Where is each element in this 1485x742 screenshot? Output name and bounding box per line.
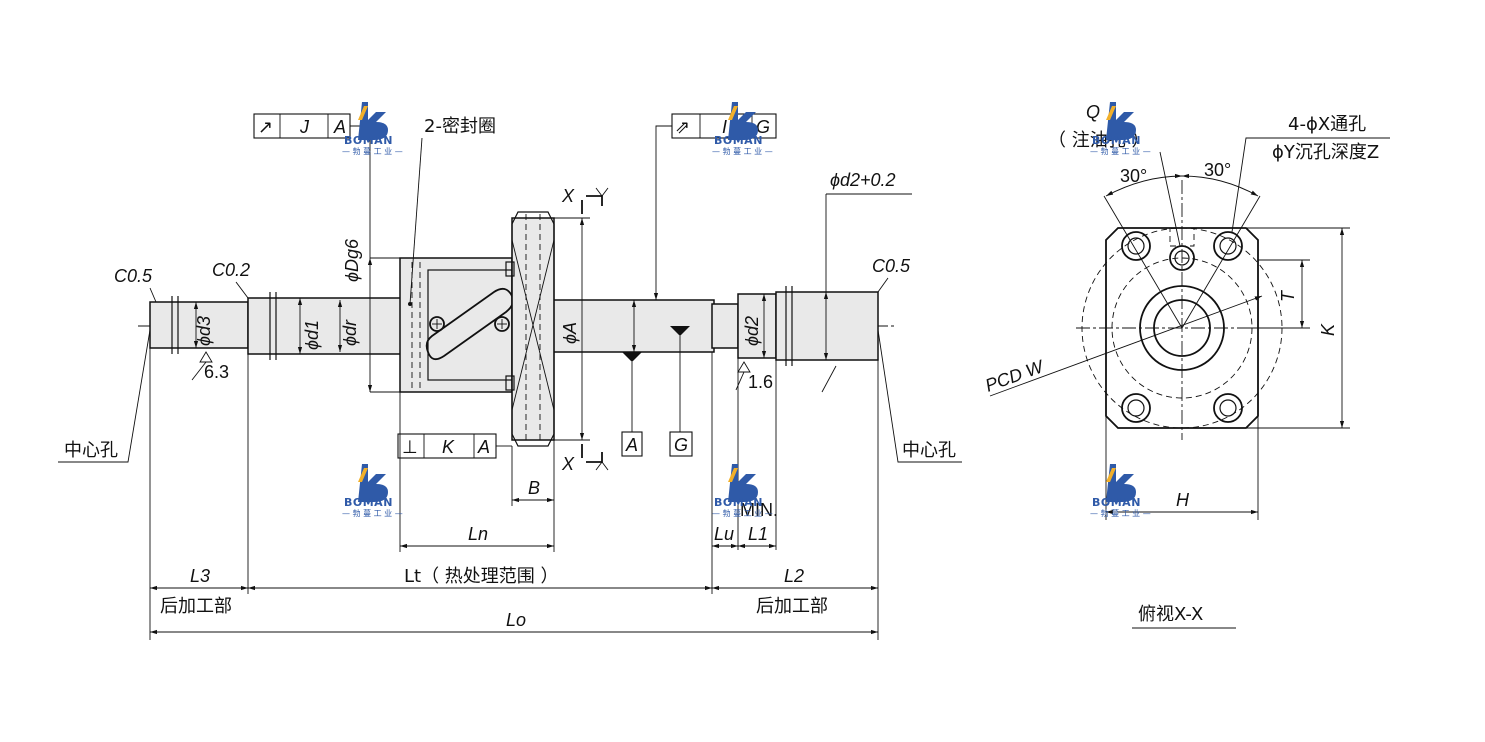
center-hole-right: 中心孔 [902,440,956,461]
svg-text:↗: ↗ [258,117,273,137]
svg-text:K: K [442,437,455,457]
dia-d3-label: ϕd3 [194,316,214,346]
svg-text:— 勃 蔓 工 业 —: — 勃 蔓 工 业 — [712,146,773,156]
dim-h: H [1176,490,1190,510]
watermark-logo: BOMAN — 勃 蔓 工 业 — [712,102,773,156]
dia-dr-label: ϕdr [340,319,360,346]
hole-spec-2: ϕY沉孔深度Z [1272,142,1379,163]
watermark-logo: BOMAN — 勃 蔓 工 业 — [342,102,403,156]
tolerance-frame-j: ↗ J A [253,113,370,139]
svg-text:A: A [333,117,346,137]
min-label: MIN. [740,500,778,520]
nut-body [399,257,513,393]
side-view: A G X X ↗ J A ⇗ I G [58,113,962,640]
svg-text:BOMAN: BOMAN [344,134,393,147]
chamfer-left: C0.5 [114,266,153,286]
dia-d2-tol-label: ϕd2+0.2 [830,170,896,190]
dim-ln: Ln [468,524,488,544]
post-process-right: 后加工部 [756,596,828,617]
chamfer-right: C0.5 [872,256,911,276]
roughness-right: 1.6 [748,372,773,392]
svg-text:I: I [722,117,727,137]
q-label: Q [1086,102,1100,122]
svg-text:G: G [756,117,770,137]
svg-text:BOMAN: BOMAN [1092,496,1141,509]
center-hole-left: 中心孔 [64,440,118,461]
svg-text:— 勃 蔓 工 业 —: — 勃 蔓 工 业 — [342,146,403,156]
svg-text:— 勃 蔓 工 业 —: — 勃 蔓 工 业 — [342,508,403,518]
watermark-logo: BOMAN — 勃 蔓 工 业 — [342,464,403,518]
dim-l1: L1 [748,524,768,544]
hole-spec-1: 4-ϕX通孔 [1288,114,1366,135]
dim-l2: L2 [784,566,804,586]
dim-l3: L3 [190,566,210,586]
datum-a-label: A [625,435,638,455]
section-mark-top: X [561,186,575,206]
mounting-holes [1121,231,1243,423]
watermark-logo: BOMAN — 勃 蔓 工 业 — [712,464,773,518]
dim-b: B [528,478,540,498]
nut-flange [511,217,555,441]
dim-t: T [1278,289,1298,302]
roughness-left: 6.3 [204,362,229,382]
right-end-journal [775,291,879,361]
watermarks: BOMAN — 勃 蔓 工 业 — BOMAN — 勃 蔓 工 业 — BOMA… [342,102,1151,518]
angle-right: 30° [1204,160,1231,180]
dim-lu: Lu [714,524,734,544]
chamfer-mid: C0.2 [212,260,250,280]
svg-text:J: J [299,117,310,137]
dia-a-label: ϕA [560,322,580,344]
dia-dg6-label: ϕDg6 [342,238,362,282]
return-tube [425,287,515,361]
dia-d1-label: ϕd1 [302,320,322,350]
dim-lt: Lt（ 热处理范围 ） [404,566,559,587]
svg-text:BOMAN: BOMAN [344,496,393,509]
d1-section [247,297,403,355]
datum-g-label: G [674,435,688,455]
angle-left: 30° [1120,166,1147,186]
end-view: 30° 30° Q （ 注油孔 ） 4-ϕX通孔 ϕY沉孔深度Z PCD W T… [983,102,1390,629]
svg-text:— 勃 蔓 工 业 —: — 勃 蔓 工 业 — [1090,146,1151,156]
svg-text:BOMAN: BOMAN [714,496,763,509]
svg-text:⇗: ⇗ [675,117,690,137]
svg-text:— 勃 蔓 工 业 —: — 勃 蔓 工 业 — [1090,508,1151,518]
pcd-label: PCD W [983,356,1048,396]
watermark-logo: BOMAN — 勃 蔓 工 业 — [1090,102,1151,156]
break-marks [171,286,793,366]
dim-lo: Lo [506,610,526,630]
svg-text:BOMAN: BOMAN [714,134,763,147]
post-process-left: 后加工部 [160,596,232,617]
watermark-logo: BOMAN — 勃 蔓 工 业 — [1090,464,1151,518]
d2-section [737,293,777,359]
dia-d2-label: ϕd2 [742,316,762,346]
svg-text:BOMAN: BOMAN [1092,134,1141,147]
view-caption: 俯视X-X [1138,604,1203,625]
right-shoulder [711,303,739,349]
svg-text:— 勃 蔓 工 业 —: — 勃 蔓 工 业 — [712,508,773,518]
seal-label: 2-密封圈 [424,116,496,137]
section-mark-bottom: X [561,454,575,474]
tolerance-frame-k: ⊥ K A [397,433,512,459]
dim-k: K [1318,323,1338,336]
svg-text:⊥: ⊥ [402,437,418,457]
svg-text:A: A [477,437,490,457]
